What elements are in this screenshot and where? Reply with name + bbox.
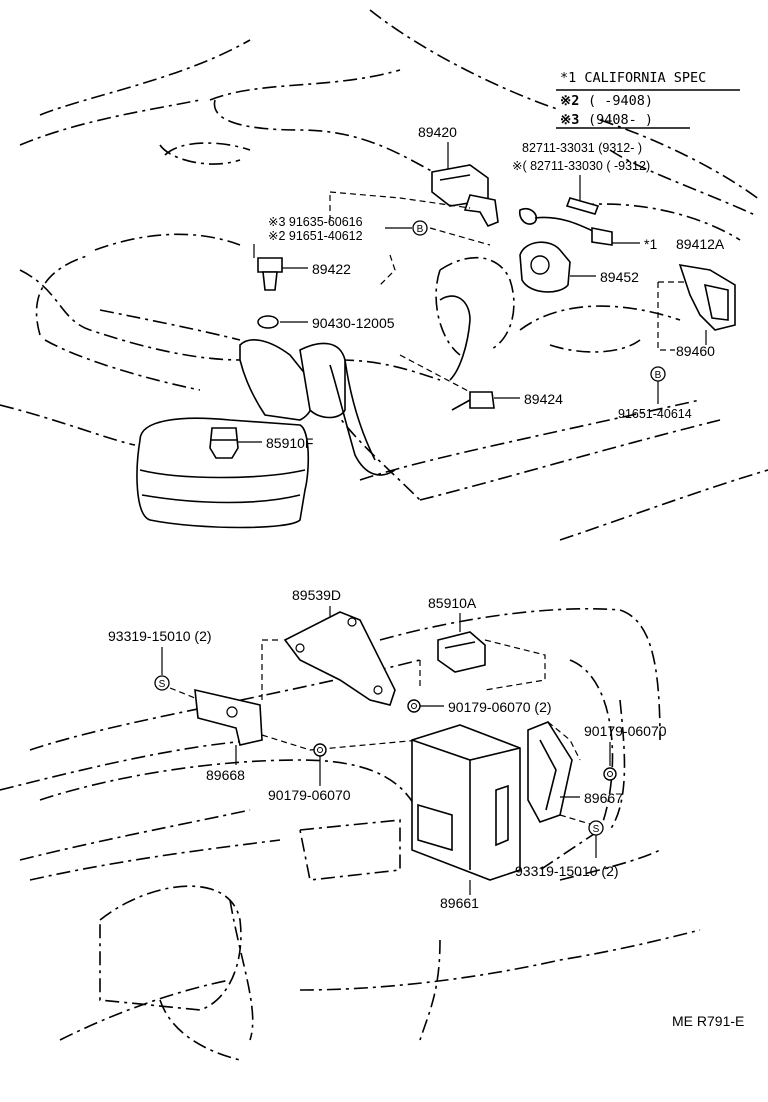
label-89452: 89452 <box>600 269 639 285</box>
part-89460: 89460 <box>657 263 736 359</box>
bolt-b-label-1: B <box>417 224 424 235</box>
label-93319-15010-bottom: 93319-15010 (2) <box>515 863 619 879</box>
note2-range: ( -9408) <box>588 93 653 109</box>
ref-91651-40612: ※2 91651-40612 <box>268 229 363 243</box>
label-90179-06070-right: 90179-06070 <box>584 723 667 739</box>
diagram-code: ME R791-E <box>672 1013 744 1029</box>
label-89412a: 89412A <box>676 236 725 252</box>
lower-body-outline <box>0 607 701 1061</box>
part-89661-ecu: 89661 <box>411 724 521 911</box>
notes-block: *1 CALIFORNIA SPEC ※2 ( -9408) ※3 (9408-… <box>556 70 740 129</box>
part-89422-sensor: 89422 <box>253 195 396 291</box>
part-90430-gasket: 90430-12005 <box>257 315 395 331</box>
ref-82711-33030: ※( 82711-33030 ( -9312) <box>512 159 650 173</box>
part-89539d-bracket: 89539D <box>283 587 396 706</box>
nut-90179-right: 90179-06070 <box>584 723 667 781</box>
part-85910a-relay: 85910A <box>419 595 546 691</box>
screw-93319-left: 93319-15010 (2) S <box>108 628 212 701</box>
wire-harness: *1 89412A <box>518 207 725 252</box>
mark-89412a: *1 <box>644 236 657 252</box>
upper-body-outline <box>0 9 768 541</box>
nut-90179-lower: 90179-06070 <box>268 743 351 803</box>
note-california-spec: *1 CALIFORNIA SPEC <box>560 70 706 86</box>
screw-s-label-1: S <box>159 679 166 690</box>
ref-part-numbers: 82711-33031 (9312- ) ※( 82711-33030 ( -9… <box>268 141 650 243</box>
part-89668-bracket: 89668 <box>194 639 421 783</box>
bolt-b-label-2: B <box>655 370 662 381</box>
label-91651-40614: 91651-40614 <box>618 407 692 421</box>
part-85910f-switch: 85910F <box>209 427 313 459</box>
label-89667: 89667 <box>584 790 623 806</box>
part-89420-sensor: 89420 <box>418 124 499 228</box>
ref-82711-33031: 82711-33031 (9312- ) <box>522 141 642 155</box>
note3-mark: ※3 <box>560 112 579 128</box>
note2-mark: ※2 <box>560 93 579 109</box>
label-89661: 89661 <box>440 895 479 911</box>
nut-90179-2: 90179-06070 (2) <box>407 699 552 715</box>
label-89424: 89424 <box>524 391 563 407</box>
screw-s-label-2: S <box>593 824 600 835</box>
intake-duct <box>329 295 471 476</box>
part-89452-sensor: 89452 <box>519 241 639 293</box>
label-89668: 89668 <box>206 767 245 783</box>
bolt-b-lower: B 91651-40614 <box>618 366 692 421</box>
label-89539d: 89539D <box>292 587 341 603</box>
label-89460: 89460 <box>676 343 715 359</box>
ref-91635-60616: ※3 91635-60616 <box>268 215 363 229</box>
screw-93319-right: S 93319-15010 (2) <box>515 814 619 879</box>
label-93319-15010-top: 93319-15010 (2) <box>108 628 212 644</box>
bolt-b-upper: B <box>329 191 491 246</box>
label-89422: 89422 <box>312 261 351 277</box>
reservoir-tank <box>136 339 346 529</box>
label-90179-06070-lower: 90179-06070 <box>268 787 351 803</box>
label-85910a: 85910A <box>428 595 477 611</box>
part-89424-sensor: 89424 <box>399 354 563 411</box>
note3-range: (9408- ) <box>588 112 653 128</box>
label-90179-06070-2: 90179-06070 (2) <box>448 699 552 715</box>
label-85910f: 85910F <box>266 435 313 451</box>
label-89420: 89420 <box>418 124 457 140</box>
label-90430-12005: 90430-12005 <box>312 315 395 331</box>
